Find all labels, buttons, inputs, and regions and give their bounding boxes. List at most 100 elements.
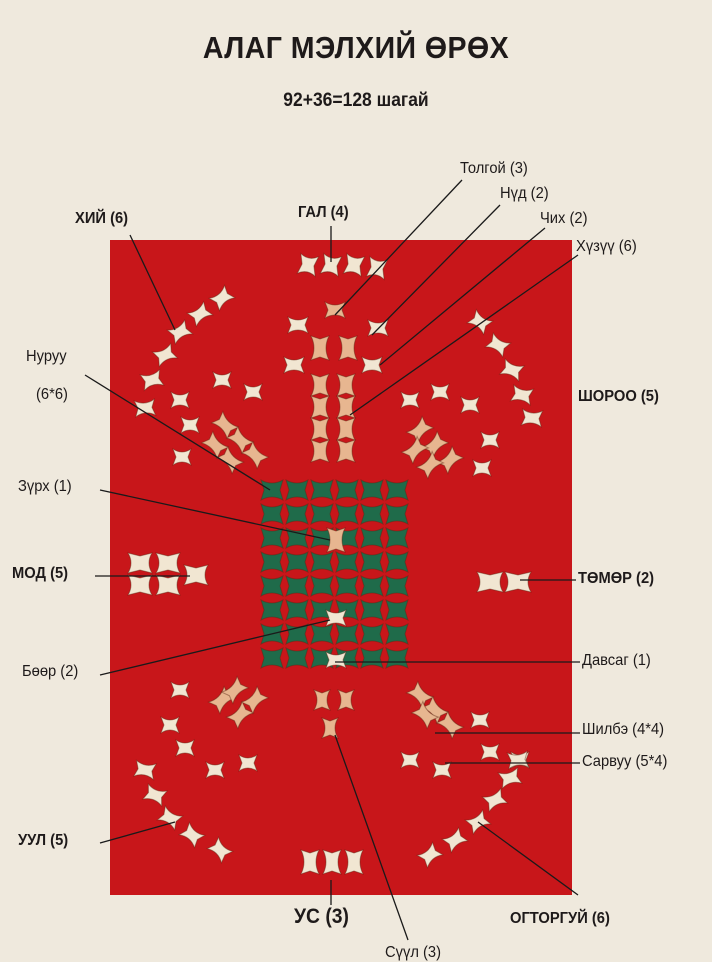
ankle-bone	[139, 368, 165, 392]
ankle-bone	[285, 598, 309, 622]
label-nuruu-count: (6*6)	[36, 386, 68, 403]
ankle-bone	[335, 373, 357, 397]
ankle-bone	[475, 571, 505, 593]
ankle-bone	[220, 675, 250, 705]
ankle-bone	[285, 622, 309, 646]
ankle-bone	[497, 766, 523, 790]
ankle-bone	[132, 759, 158, 781]
ankle-bone	[260, 478, 284, 502]
ankle-bone	[435, 445, 465, 475]
ankle-bone	[385, 502, 409, 526]
ankle-bone	[260, 502, 284, 526]
ankle-bone	[322, 849, 342, 875]
ankle-bone	[285, 526, 309, 550]
ankle-bone	[287, 315, 309, 335]
ankle-bone	[506, 749, 530, 771]
ankle-bone	[207, 685, 237, 715]
ankle-bone	[126, 574, 154, 596]
ankle-bone	[285, 646, 309, 670]
ankle-bone	[335, 439, 357, 463]
ankle-bone	[171, 447, 193, 467]
ankle-bone	[159, 715, 181, 735]
ankle-bone	[309, 395, 331, 419]
label-davsag: Давсаг (1)	[582, 652, 651, 669]
ankle-bone	[360, 646, 384, 670]
ankle-bone	[335, 395, 357, 419]
ankle-bone	[325, 650, 347, 670]
ankle-bone	[440, 826, 470, 854]
label-khii: ХИЙ (6)	[75, 210, 129, 227]
ankle-bone	[260, 598, 284, 622]
ankle-bone	[296, 252, 320, 278]
ankle-bone	[320, 717, 340, 739]
ankle-bone	[310, 550, 334, 574]
ankle-bone	[342, 252, 366, 278]
ankle-bone	[324, 300, 346, 320]
label-tomor: ТӨМӨР (2)	[578, 570, 655, 587]
ankle-bone	[509, 383, 535, 407]
ankle-bone	[285, 502, 309, 526]
ankle-bone	[240, 685, 270, 715]
ankle-bone	[260, 526, 284, 550]
leader-line	[371, 204, 501, 336]
leader-line	[379, 227, 546, 366]
ankle-bone	[182, 564, 210, 586]
leader-line	[349, 254, 579, 416]
leader-line	[477, 821, 579, 896]
ankle-bone	[360, 574, 384, 598]
ankle-bone	[410, 700, 440, 730]
ankle-bone	[319, 252, 343, 278]
ankle-bone	[503, 571, 533, 593]
ankle-bone	[385, 574, 409, 598]
ankle-bone	[285, 574, 309, 598]
ankle-bone	[285, 478, 309, 502]
ankle-bone	[310, 478, 334, 502]
label-sarvuu: Сарвуу (5*4)	[582, 753, 668, 770]
ankle-bone	[415, 450, 445, 480]
ankle-bone	[325, 608, 347, 628]
ankle-bone	[520, 407, 544, 429]
ankle-bone	[429, 382, 451, 402]
ankle-bone	[335, 502, 359, 526]
ankle-bone	[240, 440, 270, 470]
leader-line	[99, 821, 176, 844]
ankle-bone	[498, 357, 526, 383]
ankle-bone	[237, 753, 259, 773]
ankle-bone	[335, 622, 359, 646]
label-zurkh: Зүрх (1)	[18, 478, 72, 495]
label-gal: ГАЛ (4)	[298, 204, 349, 221]
ankle-bone	[185, 300, 215, 328]
leader-line	[99, 489, 331, 541]
ankle-bone	[385, 622, 409, 646]
ankle-bone	[385, 646, 409, 670]
ankle-bone	[360, 550, 384, 574]
label-ogtorgui: ОГТОРГУЙ (6)	[510, 910, 610, 927]
ankle-bone	[211, 370, 233, 390]
leader-line	[84, 374, 271, 491]
label-nud: Нүд (2)	[500, 185, 549, 202]
ankle-bone	[360, 598, 384, 622]
ankle-bone	[336, 689, 356, 711]
ankle-bone	[399, 750, 421, 770]
ankle-bone	[300, 849, 320, 875]
ankle-bone	[483, 331, 513, 359]
ankle-bone	[469, 710, 491, 730]
ankle-bone	[335, 574, 359, 598]
ankle-bone	[177, 820, 207, 850]
ankle-bone	[165, 318, 195, 346]
ankle-bone	[415, 840, 445, 870]
ankle-bone	[338, 335, 358, 361]
ankle-bone	[309, 417, 331, 441]
ankle-bone	[210, 410, 240, 440]
ankle-bone	[360, 502, 384, 526]
ankle-bone	[335, 417, 357, 441]
label-chikh: Чих (2)	[540, 210, 588, 227]
ankle-bone	[360, 526, 384, 550]
ankle-bone	[435, 710, 465, 740]
ankle-bone	[204, 760, 226, 780]
ankle-bone	[133, 397, 157, 419]
label-us: УС (3)	[294, 905, 349, 928]
ankle-bone	[459, 395, 481, 415]
ankle-bone	[205, 835, 235, 865]
